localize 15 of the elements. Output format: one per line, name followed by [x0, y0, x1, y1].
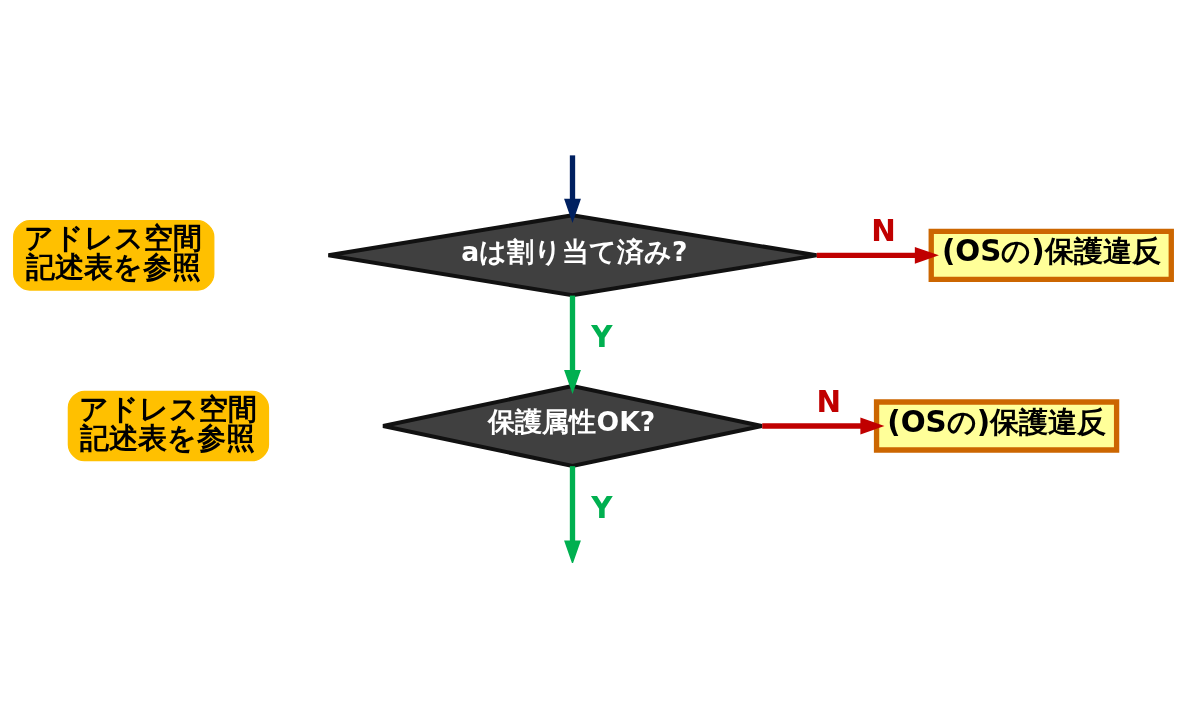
- edge-label: N: [816, 385, 842, 420]
- arrow: [564, 295, 581, 394]
- node-box: アドレス空間記述表を参照: [13, 219, 215, 291]
- edge-label: N: [871, 214, 896, 249]
- node-box: (OSの)保護違反: [873, 399, 1120, 453]
- node-box: (OSの)保護違反: [928, 228, 1174, 282]
- node-diamond: aは割り当て済み?: [326, 213, 819, 298]
- edge-label: Y: [591, 319, 613, 354]
- edge-label: Y: [591, 490, 613, 525]
- arrow: [816, 246, 939, 264]
- arrow: [762, 417, 885, 435]
- node-diamond: 保護属性OK?: [381, 383, 764, 469]
- arrow: [564, 155, 581, 223]
- node-box: アドレス空間記述表を参照: [67, 390, 270, 462]
- arrow: [564, 466, 581, 563]
